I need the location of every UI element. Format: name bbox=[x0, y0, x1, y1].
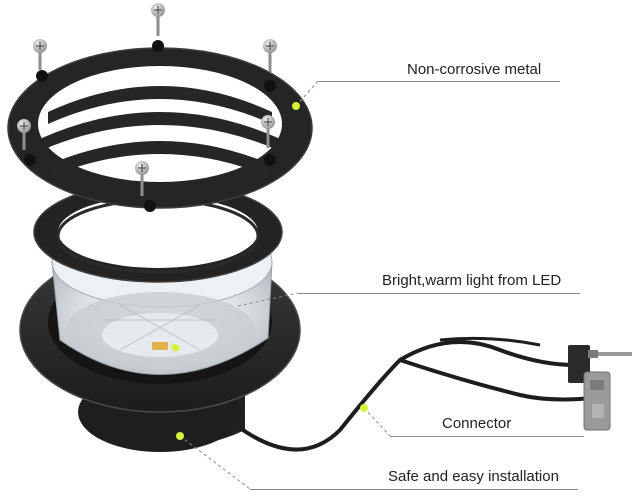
screw-icon bbox=[33, 39, 47, 70]
screw-icon bbox=[135, 161, 149, 196]
callout-dot bbox=[360, 404, 368, 412]
cable bbox=[238, 336, 593, 452]
callout-installation: Safe and easy installation bbox=[388, 468, 559, 485]
connector-plug-icon bbox=[568, 345, 632, 431]
callout-dot bbox=[292, 102, 300, 110]
leader-lines bbox=[179, 80, 391, 490]
callout-underline-metal bbox=[318, 81, 560, 82]
callout-dot bbox=[172, 344, 180, 352]
screw-icon bbox=[17, 119, 31, 150]
callout-underline-installation bbox=[250, 489, 578, 490]
callout-connector: Connector bbox=[442, 415, 512, 432]
callout-led-light: Bright,warm light from LED bbox=[382, 272, 562, 289]
callout-non-corrosive-metal: Non-corrosive metal bbox=[407, 61, 542, 78]
screw-icon bbox=[261, 115, 275, 148]
gasket-ring bbox=[33, 181, 283, 283]
callout-underline-led bbox=[298, 293, 580, 294]
callout-underline-connector bbox=[390, 436, 584, 437]
grille-ring bbox=[7, 40, 313, 212]
screw-icon bbox=[151, 3, 165, 36]
callout-dot bbox=[176, 432, 184, 440]
screw-icon bbox=[263, 39, 277, 72]
